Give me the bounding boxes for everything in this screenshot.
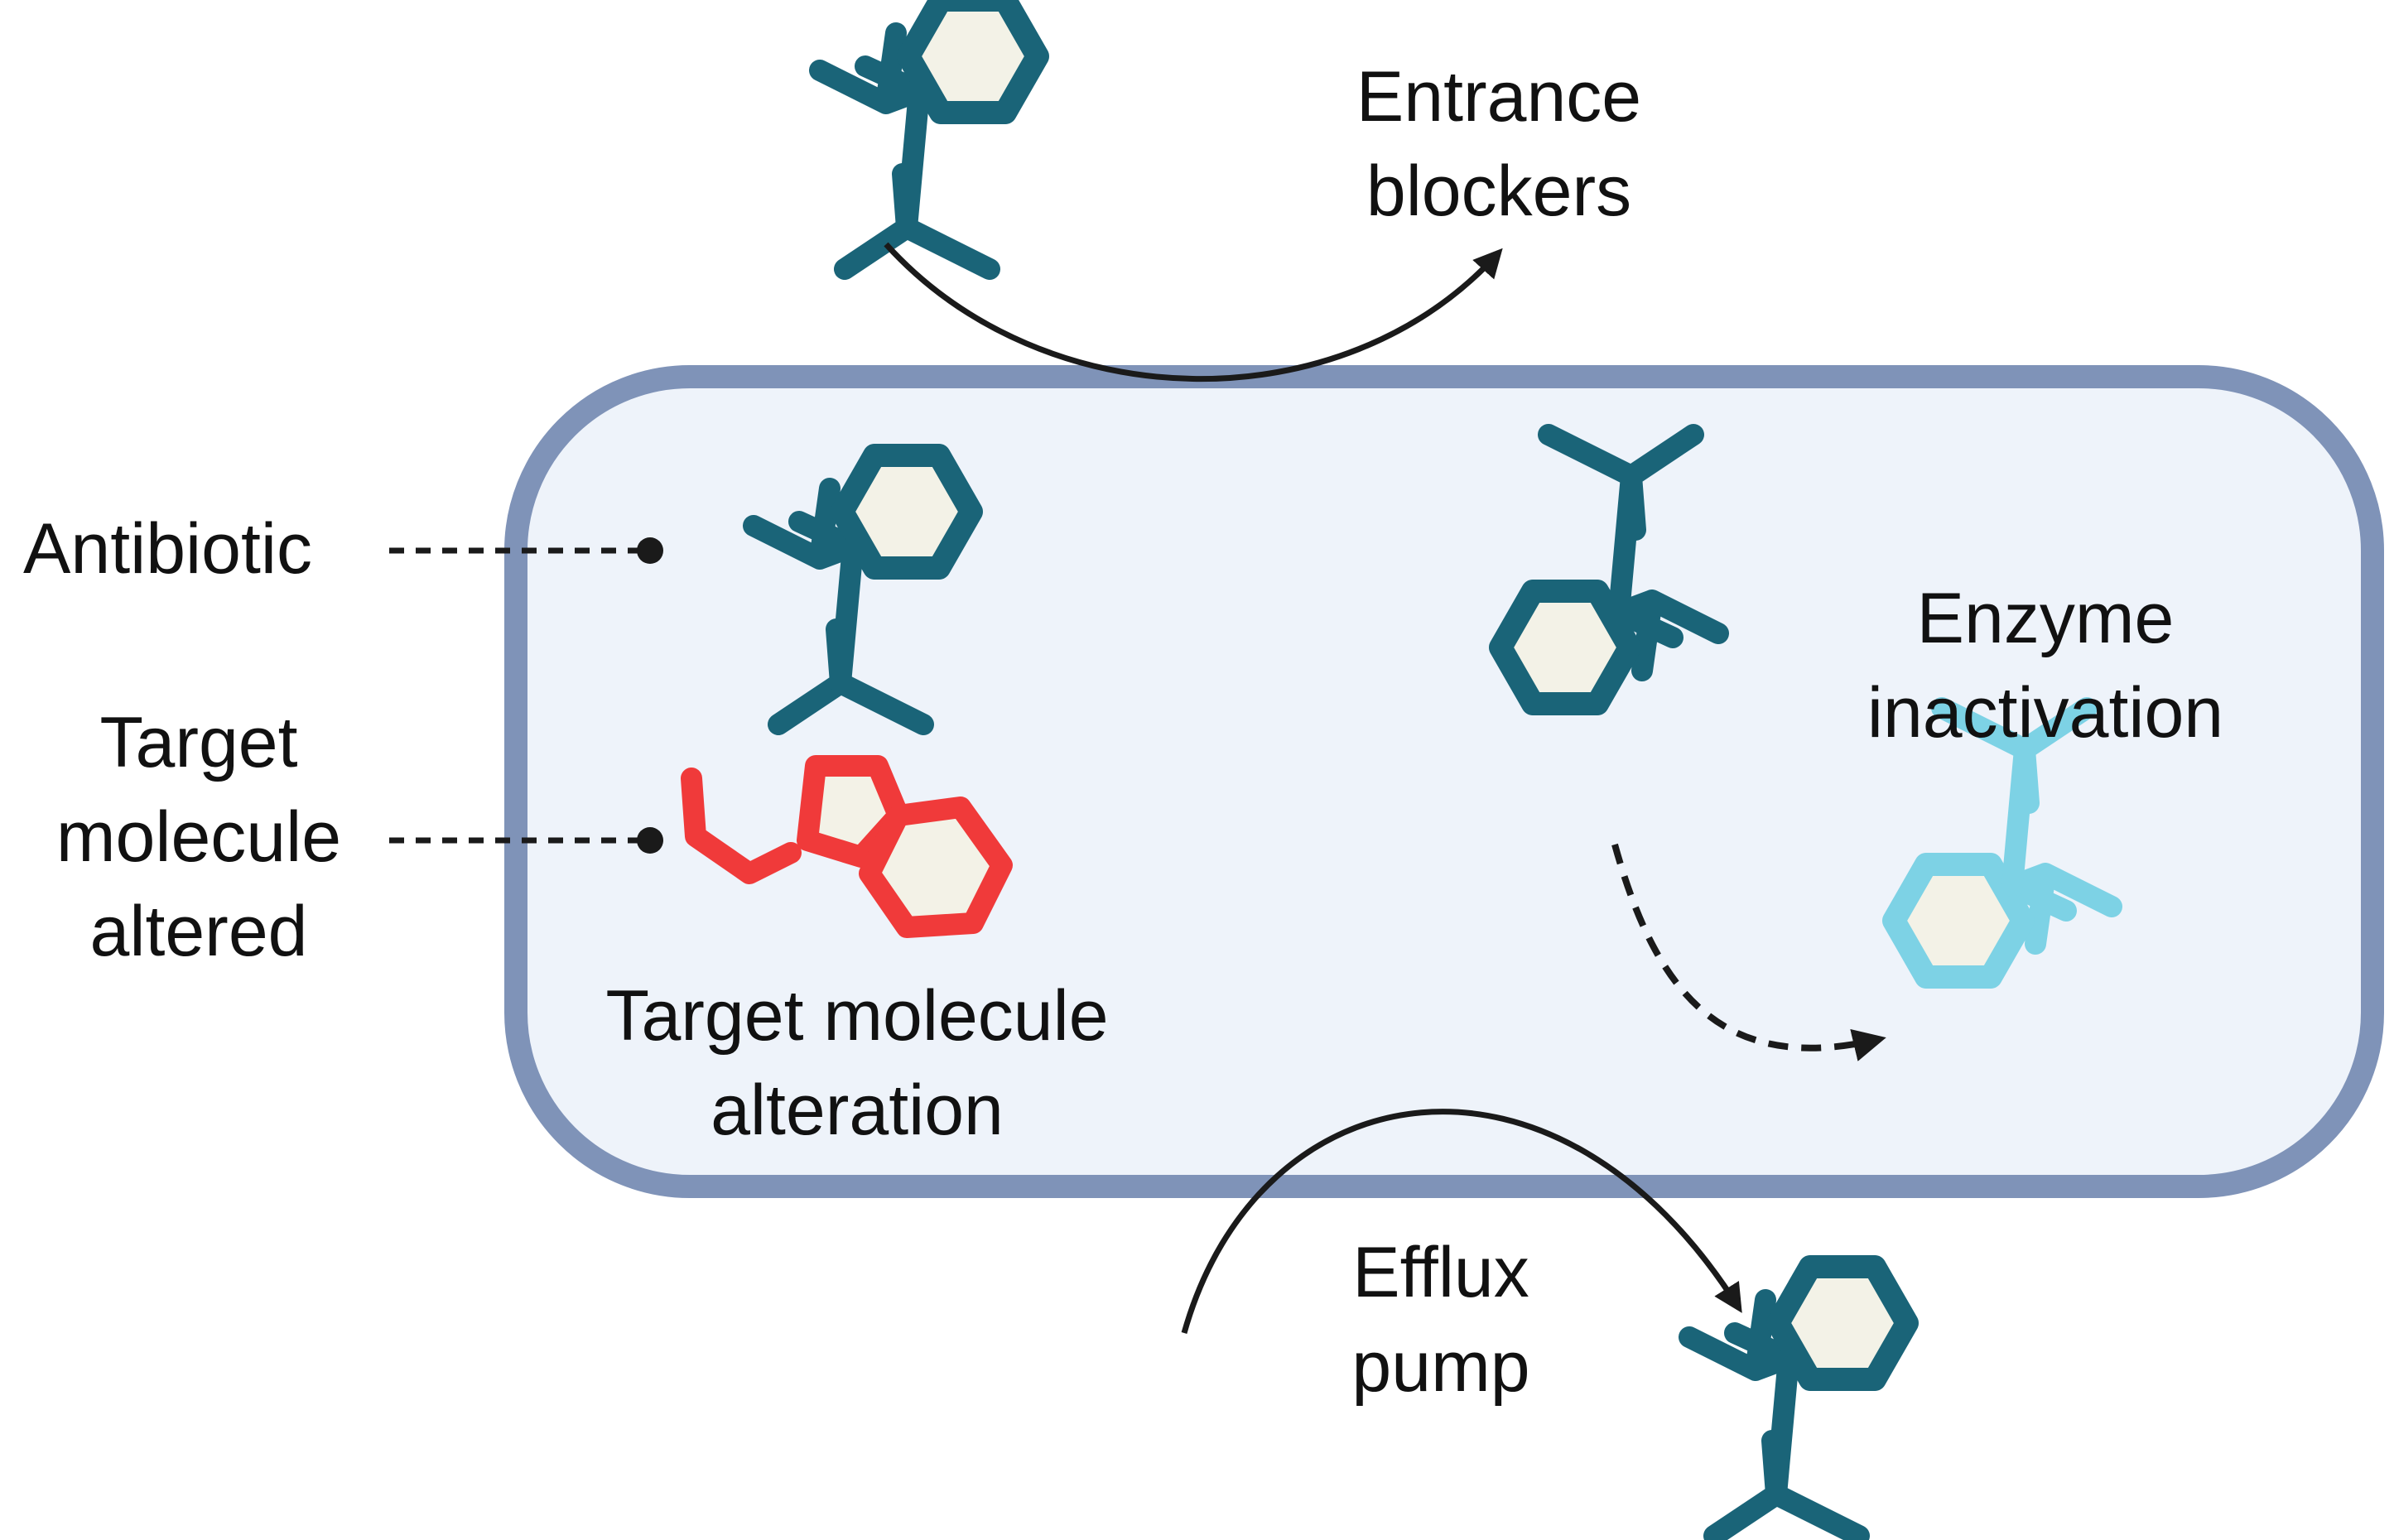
enzyme-inactivation-label: Enzyme inactivation — [1867, 579, 2224, 753]
bacterial-cell — [504, 365, 2384, 1198]
antibiotic-label: Antibiotic — [23, 509, 312, 589]
efflux-pump-label: Efflux pump — [1351, 1233, 1530, 1407]
altered-target-molecule-icon — [681, 755, 1013, 938]
inactivation-arrow — [1611, 843, 1886, 1061]
antibiotic-molecule-icon — [820, 0, 1038, 269]
antibiotic-molecule-icon — [1689, 1267, 1907, 1536]
entrance-blockers-label: Entrance blockers — [1356, 57, 1642, 231]
efflux-arrow — [1181, 1109, 1742, 1334]
entrance-arrow — [884, 242, 1503, 383]
target-molecule-alteration-label: Target molecule alteration — [605, 976, 1109, 1150]
target-molecule-altered-label: Target molecule altered — [55, 703, 342, 971]
target-leader-dot — [637, 827, 663, 854]
antibiotic-leader-dot — [637, 537, 663, 564]
